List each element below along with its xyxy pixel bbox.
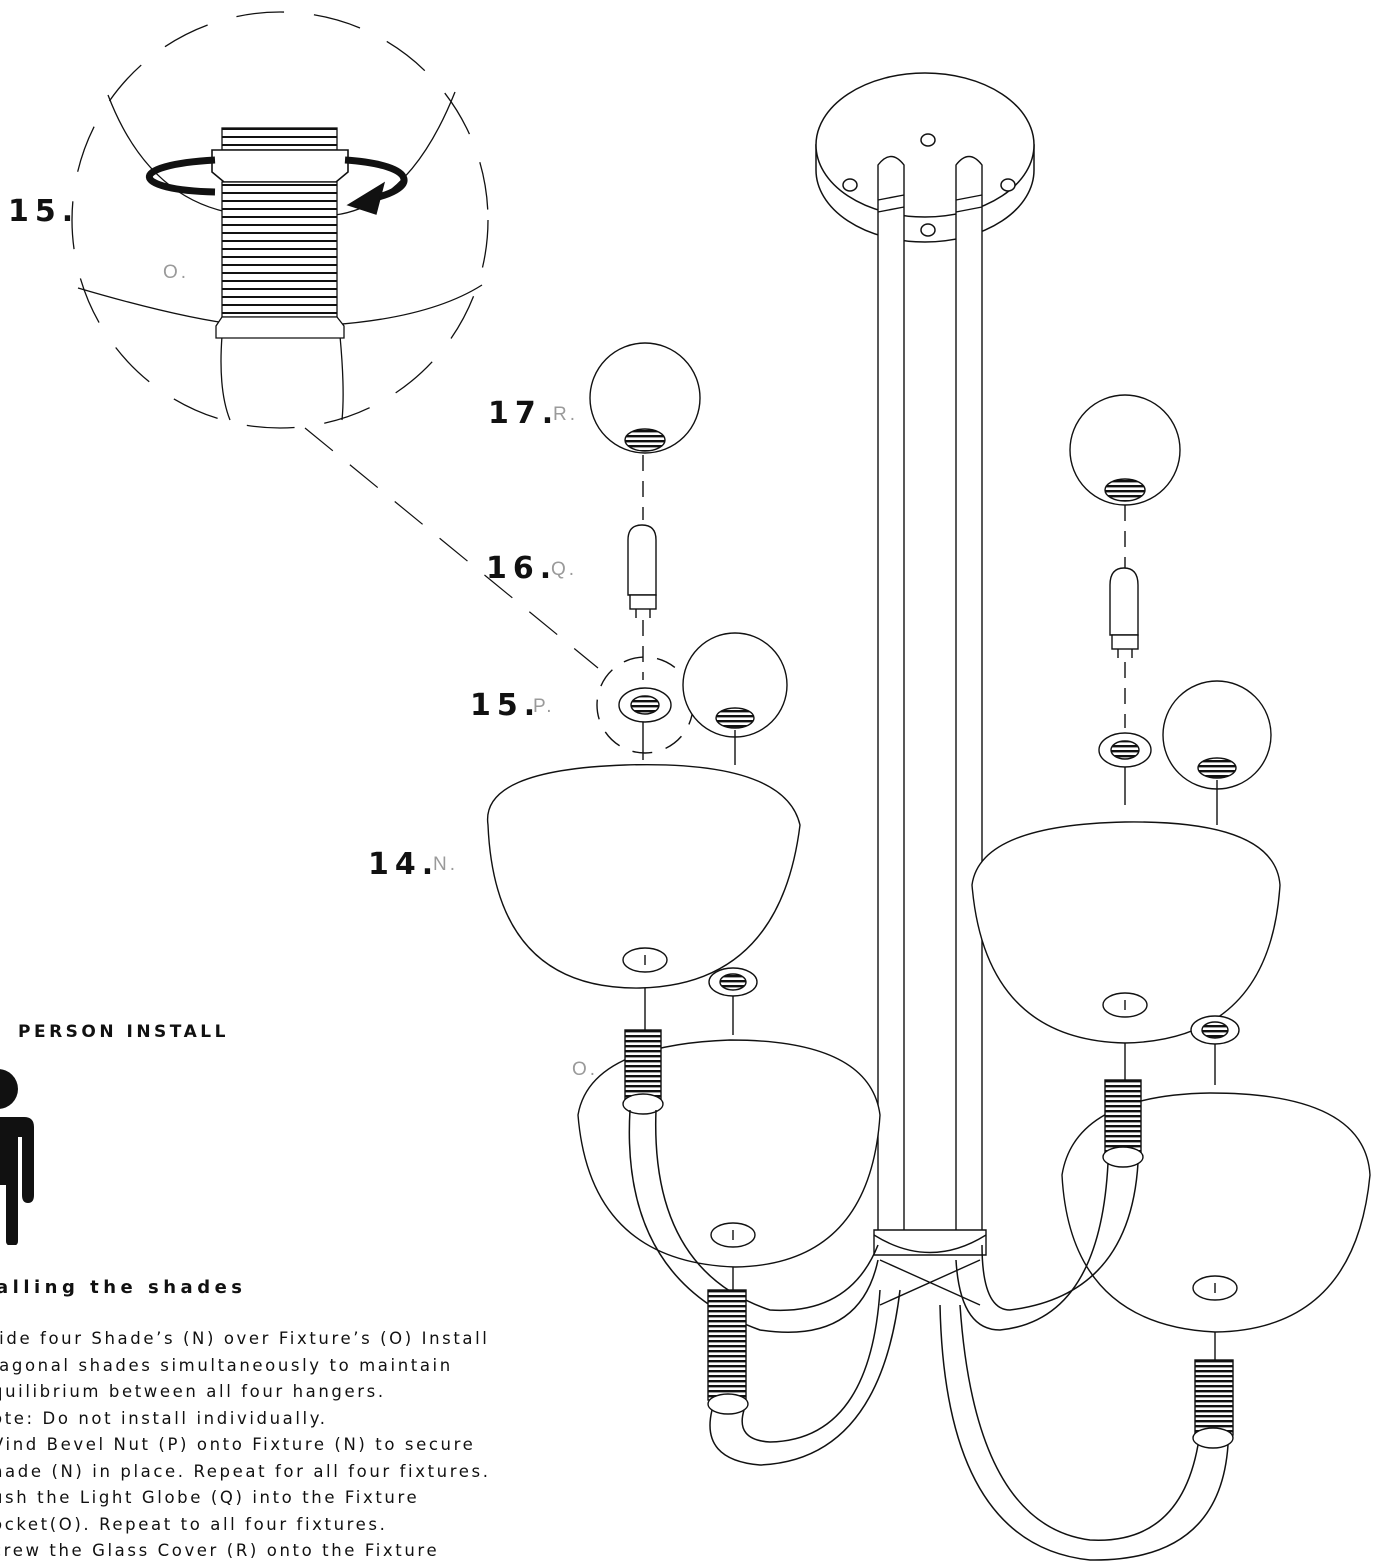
detail-circle — [71, 11, 489, 429]
instruction-line: iagonal shades simultaneously to maintai… — [0, 1355, 453, 1375]
instruction-line: lide four Shade’s (N) over Fixture’s (O)… — [0, 1329, 490, 1348]
instruction-list: lide four Shade’s (N) over Fixture’s (O)… — [0, 1326, 491, 1565]
part-label-bevel-nut: P. — [533, 696, 555, 717]
instruction-line: hade (N) in place. Repeat for all four f… — [0, 1461, 491, 1481]
center-rods — [873, 155, 987, 1306]
part-label-glass-cover: R. — [553, 404, 578, 425]
step-number-16: 16. — [486, 551, 557, 586]
ceiling-canopy — [815, 72, 1035, 243]
detail-inset — [71, 11, 489, 429]
left-fixtures — [486, 342, 901, 1466]
part-label-fixture: O. — [572, 1059, 598, 1080]
instruction-line: quilibrium between all four hangers. — [0, 1382, 386, 1401]
part-label-light-globe: Q. — [551, 559, 577, 580]
install-header: PERSON INSTALL — [18, 1022, 229, 1042]
part-label-detail-fixture: O. — [163, 262, 189, 283]
detail-leader-line — [304, 427, 599, 669]
step-number-detail: 15. — [8, 194, 79, 229]
instruction-line: crew the Glass Cover (R) onto the Fixtur… — [0, 1541, 440, 1560]
step-number-15: 15. — [470, 688, 541, 723]
step-number-14: 14. — [368, 847, 439, 882]
instruction-line: ush the Light Globe (Q) into the Fixture — [0, 1488, 420, 1507]
section-title: alling the shades — [0, 1277, 247, 1298]
instruction-line: ocket(O). Repeat to all four fixtures. — [0, 1514, 388, 1534]
step-number-17: 17. — [488, 396, 559, 431]
instruction-line: Vind Bevel Nut (P) onto Fixture (N) to s… — [0, 1435, 476, 1454]
instruction-line: ote: Do not install individually. — [0, 1408, 328, 1428]
person-icon — [0, 1069, 34, 1245]
right-fixtures — [939, 394, 1371, 1561]
rotation-arrow — [146, 156, 216, 196]
part-label-shade: N. — [433, 854, 458, 875]
